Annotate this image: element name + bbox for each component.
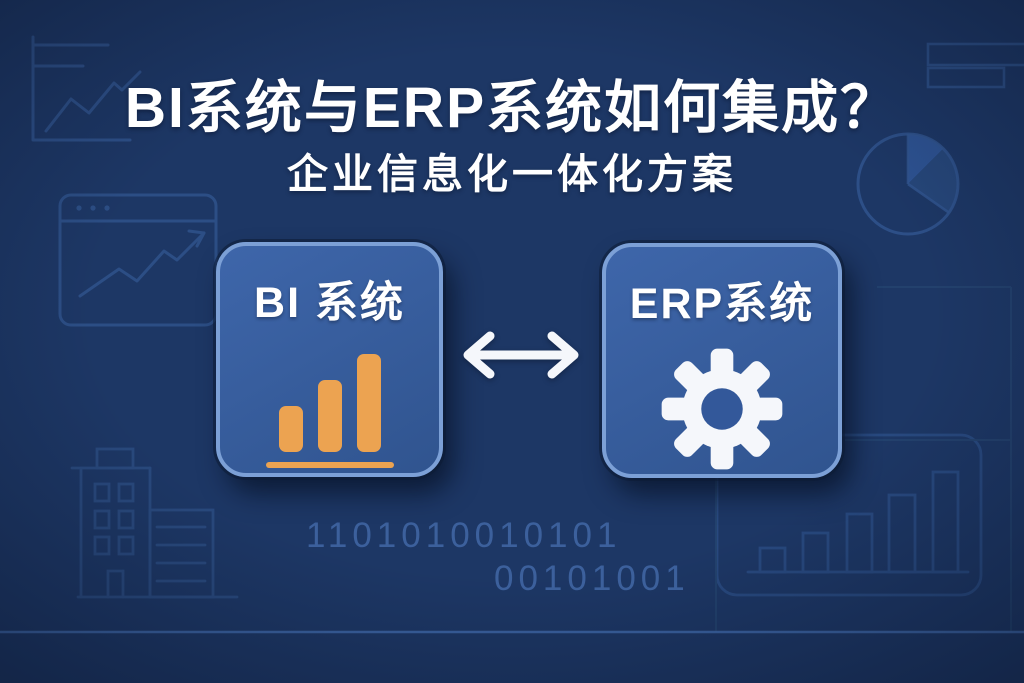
- erp-system-node: ERP系统: [602, 243, 842, 478]
- double-arrow-icon: [463, 331, 579, 379]
- bar-chart-baseline: [265, 462, 394, 468]
- binary-code-line-1: 1101010010101: [306, 516, 622, 555]
- grid-lines: [715, 286, 1012, 632]
- pie-chart-icon: [856, 132, 960, 236]
- bar-chart-bar-medium: [317, 380, 342, 452]
- browser-window-trend-chart-icon: [58, 193, 218, 327]
- gear-center-hole: [701, 388, 743, 430]
- binary-code-line-2: 00101001: [494, 559, 690, 598]
- gear-icon: [661, 348, 783, 470]
- list-rows-icon: [926, 42, 1024, 89]
- bi-node-label: BI 系统: [254, 279, 405, 327]
- page-subtitle: 企业信息化一体化方案: [287, 151, 737, 197]
- erp-node-label: ERP系统: [629, 280, 815, 328]
- page-title: BI系统与ERP系统如何集成？: [124, 76, 900, 140]
- rounded-panel-bar-chart-icon: [715, 433, 983, 597]
- bar-chart-icon: [220, 354, 439, 468]
- office-buildings-icon: [70, 447, 239, 599]
- line-chart-with-axis-icon: [31, 35, 142, 142]
- bar-chart-bar-small: [278, 406, 303, 452]
- bar-chart-bar-large: [356, 354, 381, 452]
- bi-system-node: BI 系统: [216, 242, 443, 477]
